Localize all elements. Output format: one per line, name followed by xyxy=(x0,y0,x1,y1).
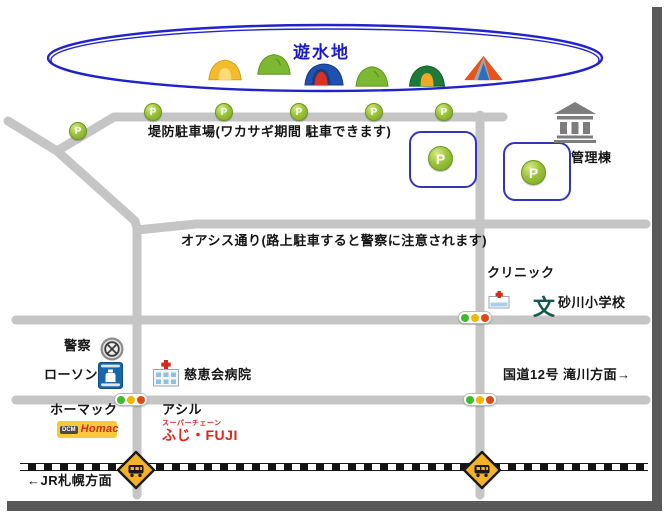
route12-label: 国道12号 滝川方面→ xyxy=(503,367,631,382)
fuji-logo: スーパーチェーン ふじ・FUJI xyxy=(162,420,238,442)
jr-direction-label: ←JR札幌方面 xyxy=(27,473,113,488)
page-shadow-right xyxy=(652,7,662,511)
fuji-logo-subtext: スーパーチェーン xyxy=(162,420,222,427)
police-badge-icon xyxy=(100,337,124,361)
parking-lot-marker: P xyxy=(521,160,546,185)
parking-marker: P xyxy=(435,103,453,121)
parking-lot-box xyxy=(503,142,571,201)
police-label: 警察 xyxy=(64,338,92,353)
parking-marker: P xyxy=(365,103,383,121)
pond-label: 遊水地 xyxy=(293,43,350,62)
parking-lot-box xyxy=(409,131,477,188)
homac-wordmark: Homac xyxy=(80,423,119,435)
parking-marker: P xyxy=(215,103,233,121)
school-label: 砂川小学校 xyxy=(558,295,626,310)
traffic-light xyxy=(463,393,497,406)
homac-logo: DCM Homac xyxy=(57,421,119,438)
railroad-crossing-icon xyxy=(462,450,502,490)
lawson-label: ローソン xyxy=(44,367,99,382)
traffic-light xyxy=(114,393,148,406)
dark-green-tent-icon xyxy=(408,65,446,87)
homac-badge: DCM xyxy=(60,425,78,434)
hospital-icon xyxy=(153,360,179,387)
orange-frame-tent-icon xyxy=(464,55,503,81)
clinic-label: クリニック xyxy=(487,265,555,280)
green-dome-tent2-icon xyxy=(355,66,389,87)
parking-marker: P xyxy=(290,103,308,121)
lawson-logo xyxy=(98,362,123,389)
blue-tent-red-door-icon xyxy=(304,63,344,86)
fuji-wordmark: ふじ・FUJI xyxy=(162,426,238,443)
hospital-label: 慈恵会病院 xyxy=(184,367,252,382)
parking-marker: P xyxy=(144,103,162,121)
green-dome-tent-icon xyxy=(257,54,291,75)
yellow-dome-tent-icon xyxy=(208,59,242,81)
railroad-crossing-icon xyxy=(116,450,156,490)
oasis-street-label: オアシス通り(路上駐車すると警察に注意されます) xyxy=(181,233,488,248)
homac-label: ホーマック xyxy=(50,402,118,417)
management-building-icon xyxy=(554,102,596,143)
ashiru-label: アシル xyxy=(162,402,202,417)
page-shadow-bottom xyxy=(7,501,662,511)
embankment-parking-label: 堤防駐車場(ワカサギ期間 駐車できます) xyxy=(148,124,392,139)
parking-marker: P xyxy=(69,122,87,140)
traffic-light xyxy=(458,311,492,324)
embankment-diagonal-road xyxy=(3,116,142,500)
clinic-icon xyxy=(488,291,510,309)
oasis-street-road xyxy=(132,219,651,235)
pond-ellipse xyxy=(46,23,604,93)
parking-lot-marker: P xyxy=(428,146,453,171)
management-label: 管理棟 xyxy=(571,150,612,165)
school-symbol: 文 xyxy=(533,295,556,320)
